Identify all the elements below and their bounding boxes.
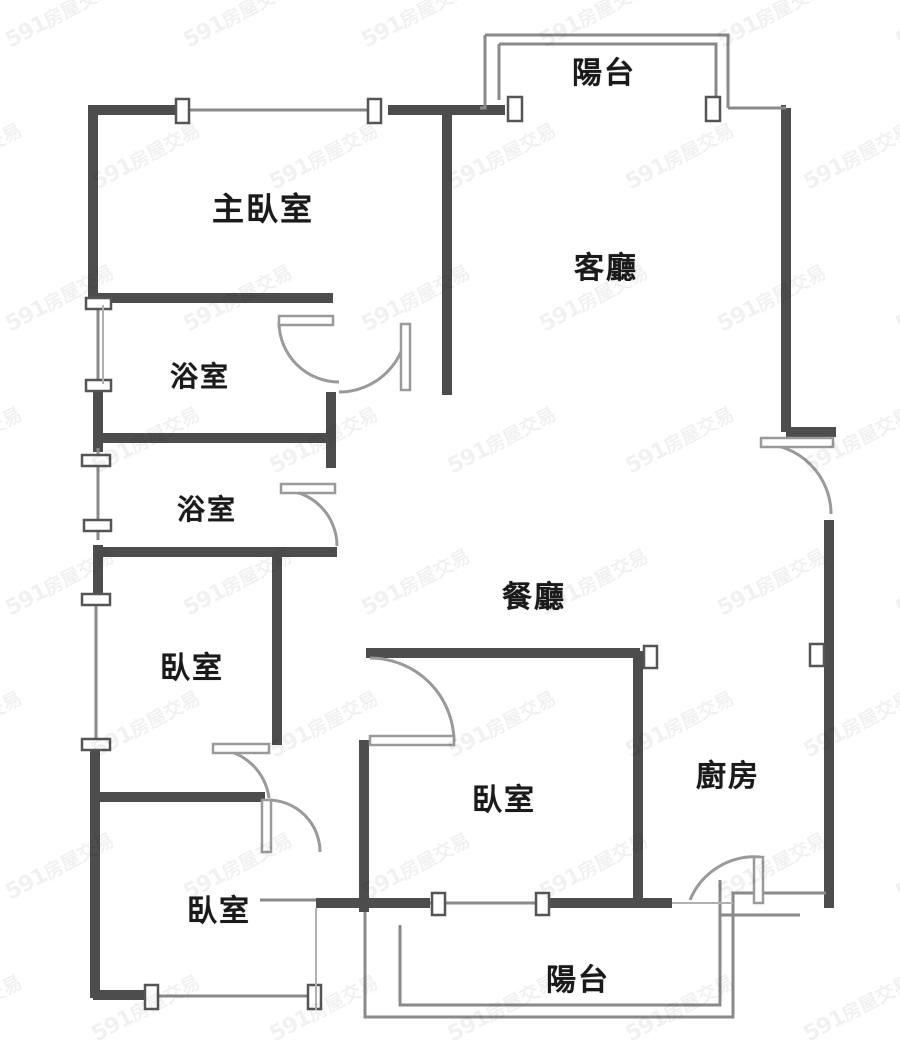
door-master-arc xyxy=(338,323,409,394)
window-cap-left-c xyxy=(80,453,112,468)
room-label-balcony-bottom: 陽台 xyxy=(546,963,610,998)
door-kitchen-arc xyxy=(688,855,761,901)
balcony-top-outer xyxy=(480,35,487,110)
window-cap-left-a xyxy=(84,296,113,311)
balcony-top-inner2 xyxy=(499,42,718,100)
door-entrance-panel xyxy=(759,436,835,449)
door-bed1-panel xyxy=(211,742,271,755)
window-cap-top-b xyxy=(366,97,383,125)
window-mullions xyxy=(80,95,826,1011)
window-cap-top-a xyxy=(174,97,191,125)
door-bed1-arc xyxy=(212,747,271,799)
door-bath1-panel xyxy=(277,314,335,327)
window-cap-bottom-b xyxy=(306,983,323,1011)
room-label-balcony-top: 陽台 xyxy=(572,56,636,91)
window-cap-top-c xyxy=(506,95,524,123)
window-cap-left-d xyxy=(82,518,113,533)
door-entrance-arc xyxy=(760,442,833,515)
walls-thick xyxy=(88,105,836,1000)
door-cbed-panel xyxy=(368,734,456,747)
window-cap-bottom-a xyxy=(143,983,160,1011)
window-cap-right-a xyxy=(808,642,826,668)
door-master-leaf xyxy=(399,322,412,392)
room-label-bedroom-left-2: 臥室 xyxy=(187,894,251,929)
room-label-bedroom-left-1: 臥室 xyxy=(160,651,224,686)
room-label-master-bedroom: 主臥室 xyxy=(211,190,315,228)
door-bath2-panel xyxy=(279,482,337,495)
door-bed2-panel xyxy=(260,798,273,854)
room-label-bathroom-2: 浴室 xyxy=(176,493,238,526)
door-bath2-arc xyxy=(280,488,339,547)
room-label-bedroom-center: 臥室 xyxy=(472,783,536,818)
balcony-bottom-outline-inner xyxy=(398,880,722,1007)
window-cap-bbal-a xyxy=(430,891,447,917)
door-bath1-arc xyxy=(277,321,340,384)
room-label-kitchen: 廚房 xyxy=(696,759,760,794)
window-cap-left-f xyxy=(80,737,112,752)
room-label-living-room: 客廳 xyxy=(574,251,638,286)
window-cap-top-d xyxy=(704,95,722,123)
door-swings xyxy=(211,314,835,905)
room-label-bathroom-1: 浴室 xyxy=(169,360,231,393)
room-label-dining-room: 餐廳 xyxy=(502,580,566,615)
window-cap-cbed-a xyxy=(642,644,659,670)
door-kitchen-panel xyxy=(752,855,765,905)
balcony-top-outer2 xyxy=(485,33,730,108)
door-cbed-arc xyxy=(369,656,456,743)
window-cap-left-b xyxy=(84,378,113,393)
window-cap-bbal-b xyxy=(534,891,551,917)
door-bed2-arc xyxy=(267,798,322,853)
detail-hairlines xyxy=(102,305,733,1010)
window-cap-left-e xyxy=(80,592,112,607)
